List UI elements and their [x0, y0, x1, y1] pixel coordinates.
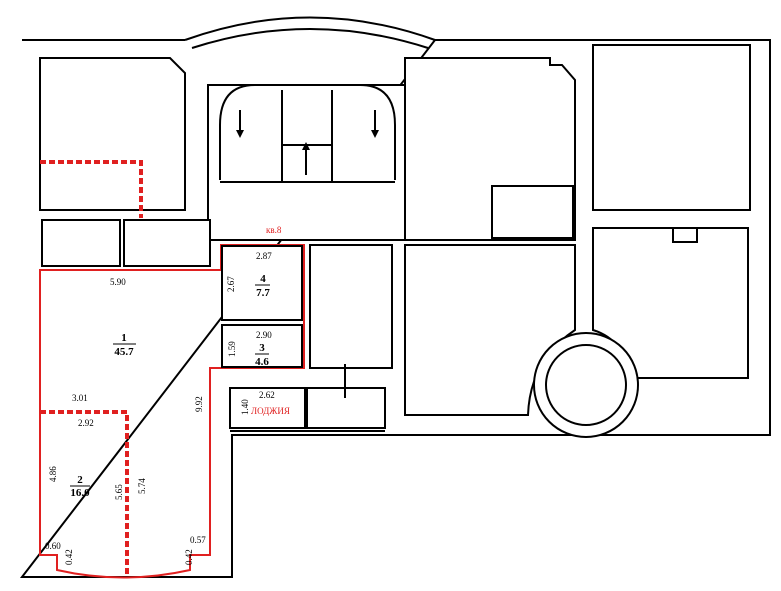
dimension: 0.42	[184, 549, 194, 565]
bay-window-top	[184, 16, 436, 49]
dimension: 1.40	[240, 399, 250, 415]
stair-arches	[219, 84, 396, 183]
dimension: 5.74	[137, 478, 147, 494]
room-1-number: 1	[121, 332, 127, 344]
dimension: 1.59	[227, 341, 237, 357]
arrow-icon	[302, 142, 310, 150]
room-3-number: 3	[259, 342, 265, 354]
room-3	[221, 324, 303, 368]
room-4-number: 4	[260, 273, 266, 285]
dimension: 2.67	[226, 276, 236, 292]
dimension: 0.60	[45, 541, 61, 551]
loggia	[229, 387, 306, 429]
dimension: 3.01	[72, 393, 88, 403]
arrow-icon	[236, 130, 244, 138]
dimension: 4.86	[48, 466, 58, 482]
dimension: 2.62	[259, 390, 275, 400]
room-right-small	[491, 185, 574, 239]
dimension: 2.90	[256, 330, 272, 340]
room-top-left	[39, 57, 186, 211]
room-2-area: 16.0	[70, 487, 90, 499]
dimension: 0.57	[190, 535, 206, 545]
partition-dashed	[40, 160, 143, 218]
round-room	[545, 344, 627, 426]
arrow-icon	[371, 130, 379, 138]
dimension: 5.90	[110, 277, 126, 287]
loggia-label: ЛОДЖИЯ	[251, 406, 290, 416]
room-2-number: 2	[77, 474, 83, 486]
dimension: 2.92	[78, 418, 94, 428]
niche	[672, 227, 698, 243]
room-4	[221, 245, 303, 321]
outer-wall	[19, 39, 771, 578]
dimension: 5.65	[114, 484, 124, 500]
room-center	[309, 244, 393, 369]
room-1-area: 45.7	[114, 346, 134, 358]
apartment-label: кв.8	[266, 225, 282, 235]
room-small-b	[123, 219, 211, 267]
dimension: 0.42	[64, 549, 74, 565]
room-3-area: 4.6	[255, 356, 269, 368]
dimension: 9.92	[194, 396, 204, 412]
room-far-right-top	[592, 44, 751, 211]
dimension: 2.87	[256, 251, 272, 261]
room-2-partition	[40, 410, 129, 577]
room-small-a	[41, 219, 121, 267]
room-4-area: 7.7	[256, 287, 270, 299]
